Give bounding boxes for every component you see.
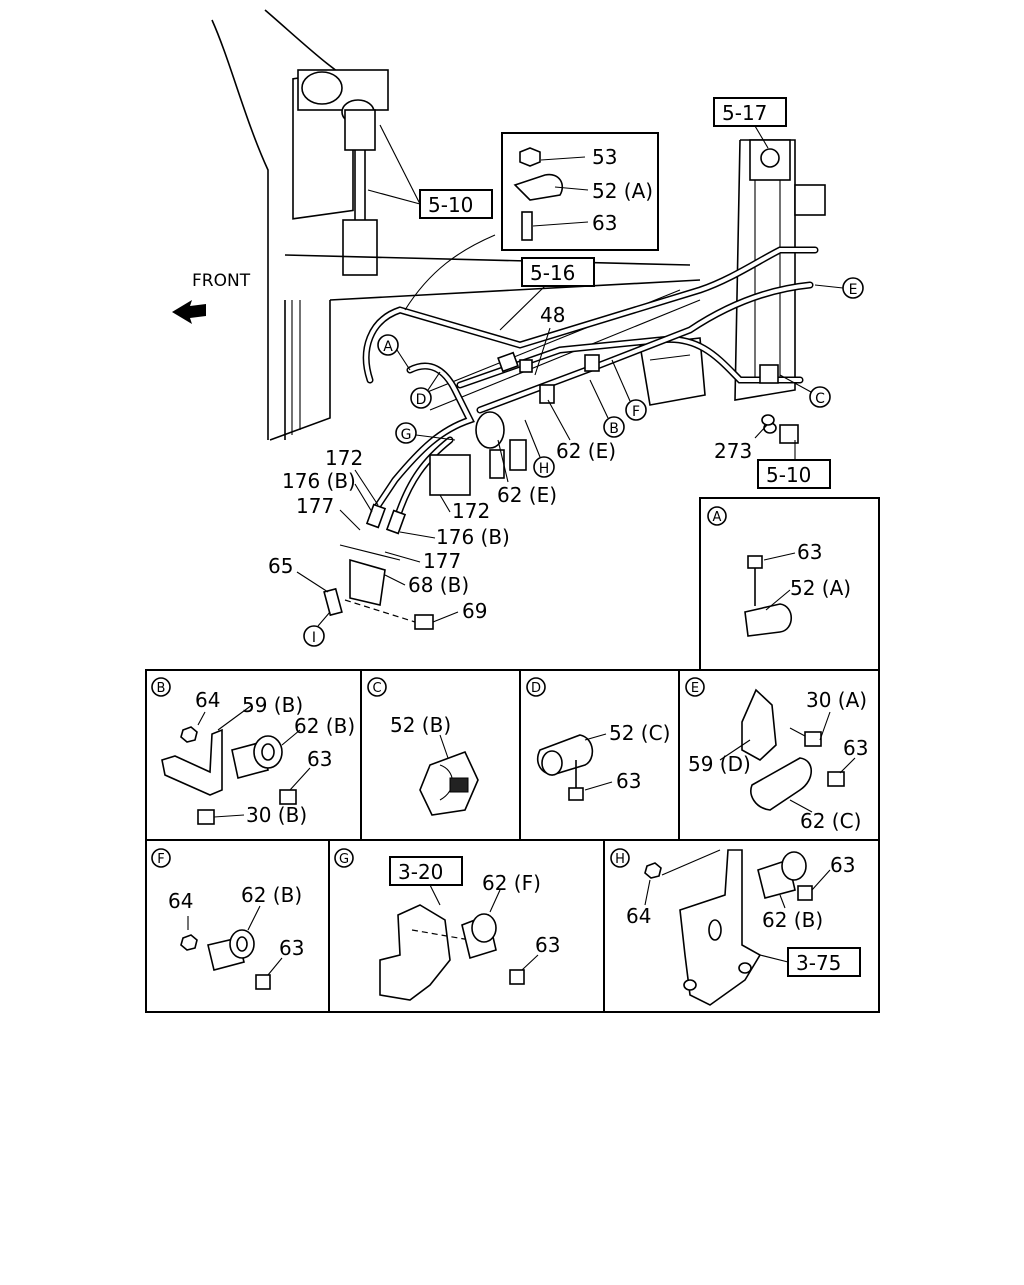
- detail-d-label-52c: 52 (C): [609, 721, 670, 745]
- detail-b-label-63: 63: [307, 747, 332, 771]
- label-273: 273: [714, 439, 752, 463]
- label-172-b: 172: [452, 499, 490, 523]
- detail-h-panel: H 3-75 64 63 62 (B): [610, 848, 861, 1006]
- detail-d-tag: D: [531, 681, 541, 696]
- detail-b-panel: B 64 59 (B) 62 (B) 63 30 (B): [151, 677, 355, 827]
- callout-b: B: [609, 421, 619, 437]
- callout-a: A: [383, 339, 393, 355]
- label-53: 53: [592, 145, 617, 169]
- detail-a-label-63: 63: [797, 540, 822, 564]
- detail-h-label-64: 64: [626, 904, 651, 928]
- label-172-a: 172: [325, 446, 363, 470]
- detail-e-label-59d: 59 (D): [688, 752, 751, 776]
- detail-b-label-62b: 62 (B): [294, 714, 355, 738]
- detail-a-panel: A 63 52 (A): [699, 497, 880, 671]
- detail-g-tag: G: [339, 852, 349, 867]
- detail-h-label-62b: 62 (B): [762, 908, 823, 932]
- hardware-inset: 53 52 (A) 63: [501, 132, 659, 251]
- label-48: 48: [540, 303, 565, 327]
- frame-structure: [211, 9, 826, 441]
- detail-e-label-63: 63: [843, 736, 868, 760]
- detail-c-panel: C 52 (B): [367, 677, 479, 816]
- callout-c: C: [815, 391, 825, 407]
- brake-hoses: [362, 234, 819, 519]
- label-177-b: 177: [423, 549, 461, 573]
- label-176b-a: 176 (B): [282, 469, 356, 493]
- ref-5-10-top: 5-10: [428, 193, 473, 217]
- label-69: 69: [462, 599, 487, 623]
- detail-e-panel: E 30 (A) 63 59 (D) 62 (C): [685, 677, 868, 833]
- callout-f: F: [632, 404, 640, 420]
- callout-g: G: [401, 427, 412, 443]
- detail-e-label-62c: 62 (C): [800, 809, 861, 833]
- label-65: 65: [268, 554, 293, 578]
- detail-f-label-64: 64: [168, 889, 193, 913]
- label-52a-inset: 52 (A): [592, 179, 653, 203]
- callout-d: D: [416, 392, 427, 408]
- detail-a-tag: A: [713, 510, 722, 525]
- callout-h: H: [539, 461, 550, 477]
- detail-f-tag: F: [157, 852, 164, 867]
- detail-g-label-63: 63: [535, 933, 560, 957]
- detail-f-label-62b: 62 (B): [241, 883, 302, 907]
- front-label: FRONT: [192, 271, 251, 291]
- detail-d-panel: D 52 (C) 63: [526, 677, 670, 801]
- label-62e-1: 62 (E): [556, 439, 616, 463]
- label-62e-2: 62 (E): [497, 483, 557, 507]
- detail-c-tag: C: [372, 681, 381, 696]
- detail-b-label-30b: 30 (B): [246, 803, 307, 827]
- detail-h-label-63: 63: [830, 853, 855, 877]
- detail-f-label-63: 63: [279, 936, 304, 960]
- detail-e-tag: E: [691, 681, 699, 696]
- detail-h-tag: H: [615, 852, 625, 867]
- detail-c-label-52b: 52 (B): [390, 713, 451, 737]
- ref-5-10-bottom: 5-10: [766, 463, 811, 487]
- main-callouts: A D G H B F C E I: [303, 277, 864, 647]
- label-68b: 68 (B): [408, 573, 469, 597]
- detail-g-panel: G 3-20 62 (F) 63: [334, 848, 560, 1001]
- label-176b-b: 176 (B): [436, 525, 510, 549]
- detail-b-label-59b: 59 (B): [242, 693, 303, 717]
- detail-b-tag: B: [157, 681, 166, 696]
- ref-5-16: 5-16: [530, 261, 575, 285]
- label-177-a: 177: [296, 494, 334, 518]
- ref-5-17: 5-17: [722, 101, 767, 125]
- ref-3-75: 3-75: [796, 951, 841, 975]
- main-part-labels: 48 62 (E) 62 (E) 273 172 176 (B) 177 172…: [268, 303, 775, 623]
- detail-d-label-63: 63: [616, 769, 641, 793]
- detail-e-label-30a: 30 (A): [806, 688, 867, 712]
- detail-row-2: [145, 839, 880, 1013]
- reference-boxes: 5-17 5-10 5-16 5-10: [367, 97, 831, 489]
- main-fittings: [323, 351, 799, 630]
- ref-3-20: 3-20: [398, 860, 443, 884]
- callout-i: I: [312, 630, 316, 646]
- callout-e: E: [849, 282, 858, 298]
- front-arrow: FRONT: [172, 271, 251, 324]
- detail-b-label-64: 64: [195, 688, 220, 712]
- detail-f-panel: F 64 62 (B) 63: [151, 848, 304, 990]
- detail-g-label-62f: 62 (F): [482, 871, 541, 895]
- label-63-inset: 63: [592, 211, 617, 235]
- detail-a-label-52a: 52 (A): [790, 576, 851, 600]
